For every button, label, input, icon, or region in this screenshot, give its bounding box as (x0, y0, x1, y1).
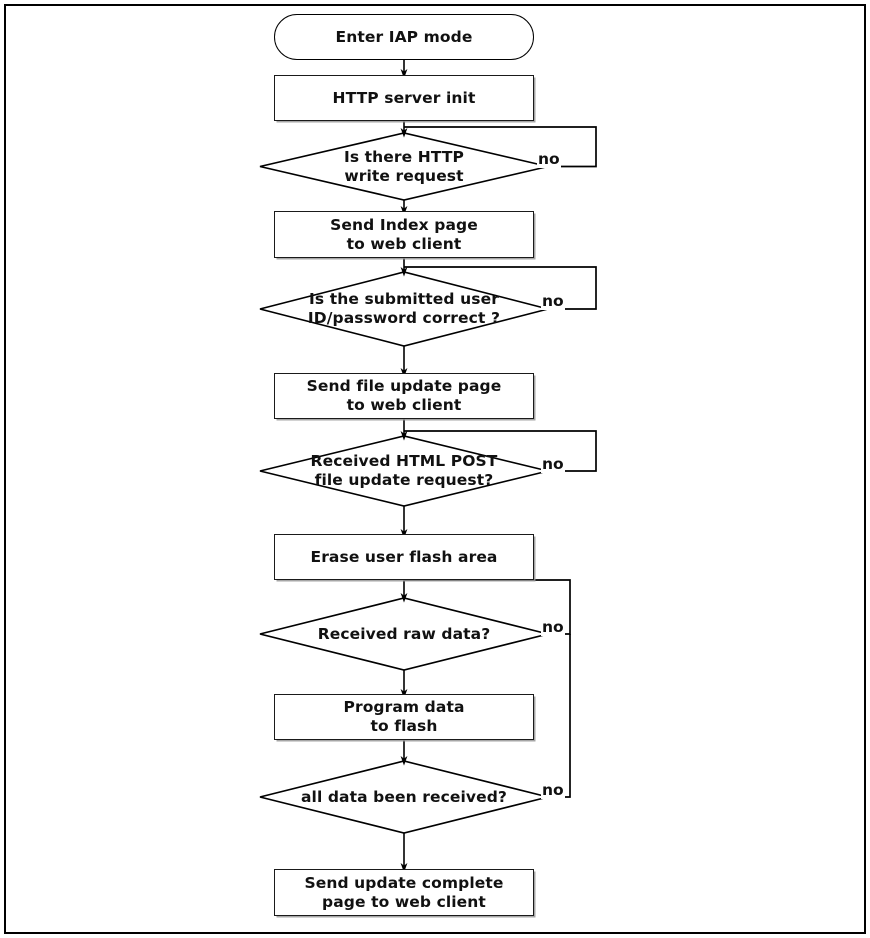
node-enter-iap-mode[interactable]: Enter IAP mode (274, 14, 534, 60)
edge-no-loop-html-post-request (404, 430, 597, 472)
node-label: Erase user flash area (310, 547, 498, 566)
edge-label-no-all-data-received: no (541, 781, 565, 799)
edge-no-loop-http-write-request (404, 126, 597, 168)
node-send-index-page[interactable]: Send Index page to web client (274, 211, 534, 258)
edge-no-loop-user-id-password (404, 266, 597, 310)
edge-no-loop-all-data-received (548, 634, 571, 798)
node-label: Send update complete page to web client (304, 873, 504, 911)
node-label: Enter IAP mode (335, 27, 473, 46)
node-http-server-init[interactable]: HTTP server init (274, 75, 534, 121)
decision-shape-html-post-request (259, 435, 549, 507)
node-label: Program data to flash (343, 698, 465, 735)
decision-shape-http-write-request (259, 132, 549, 201)
node-send-update-complete-page[interactable]: Send update complete page to web client (274, 869, 534, 916)
decision-shape-received-raw-data (259, 597, 549, 671)
decision-shape-all-data-received (259, 760, 549, 834)
edge-label-no-received-raw-data: no (541, 618, 565, 636)
node-label: Send Index page to web client (330, 215, 478, 253)
node-send-file-update-page[interactable]: Send file update page to web client (274, 373, 534, 419)
edge-label-no-html-post-request: no (541, 455, 565, 473)
node-label: Send file update page to web client (306, 377, 502, 414)
node-label: HTTP server init (332, 88, 476, 107)
edge-label-no-user-id-password: no (541, 292, 565, 310)
decision-shape-user-id-password (259, 271, 549, 347)
node-program-data-to-flash[interactable]: Program data to flash (274, 694, 534, 740)
edge-label-no-http-write-request: no (537, 150, 561, 168)
node-erase-user-flash-area[interactable]: Erase user flash area (274, 534, 534, 580)
